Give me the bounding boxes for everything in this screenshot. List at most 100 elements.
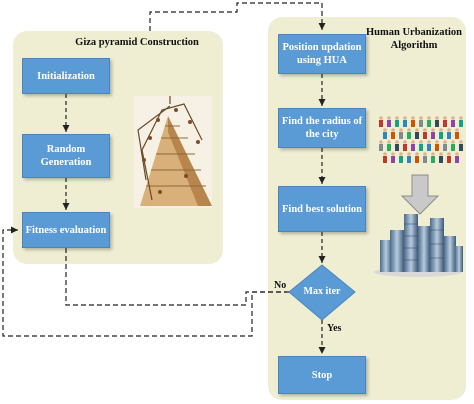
- arrow-fitness-to-maxiter: [65, 248, 287, 306]
- crowd-person-head: [455, 152, 459, 156]
- crowd-person-head: [411, 140, 415, 144]
- crowd-person-head: [387, 116, 391, 120]
- crowd-person-body: [455, 132, 459, 139]
- crowd-person-head: [379, 116, 383, 120]
- crowd-person-head: [383, 152, 387, 156]
- crowd-person-head: [427, 116, 431, 120]
- crowd-image: [379, 116, 463, 163]
- giza-panel-title: Giza pyramid Construction: [75, 37, 199, 48]
- arrow-giza-to-hua: [149, 2, 326, 31]
- crowd-person-head: [407, 128, 411, 132]
- crowd-person-head: [403, 140, 407, 144]
- crowd-person-body: [395, 120, 399, 127]
- crowd-person-body: [459, 120, 463, 127]
- crowd-person-body: [383, 132, 387, 139]
- crowd-person-body: [379, 120, 383, 127]
- crowd-person-body: [431, 132, 435, 139]
- crowd-person-head: [451, 140, 455, 144]
- crowd-person-head: [379, 140, 383, 144]
- crowd-person-head: [455, 128, 459, 132]
- crowd-person-body: [459, 144, 463, 151]
- crowd-person-body: [415, 156, 419, 163]
- crowd-person-head: [431, 152, 435, 156]
- edge-label-yes: Yes: [327, 323, 342, 334]
- crowd-person-body: [383, 156, 387, 163]
- crowd-person-head: [403, 116, 407, 120]
- crowd-person-head: [419, 140, 423, 144]
- crowd-person-head: [391, 152, 395, 156]
- crowd-person-head: [439, 152, 443, 156]
- pyramid-construction-image: [134, 96, 212, 208]
- crowd-person-head: [443, 116, 447, 120]
- crowd-person-body: [407, 156, 411, 163]
- crowd-person-head: [427, 140, 431, 144]
- crowd-person-body: [431, 156, 435, 163]
- hua-panel-title: Human Urbanization Algorithm: [366, 27, 462, 51]
- crowd-person-body: [439, 156, 443, 163]
- position-updation-box: Position updation using HUA: [278, 34, 366, 74]
- crowd-person-head: [395, 116, 399, 120]
- crowd-person-body: [387, 144, 391, 151]
- crowd-person-head: [431, 128, 435, 132]
- crowd-person-body: [451, 144, 455, 151]
- find-best-solution-box: Find best solution: [278, 186, 366, 232]
- max-iter-label: Max iter: [303, 286, 341, 297]
- crowd-person-body: [387, 120, 391, 127]
- crowd-person-body: [451, 120, 455, 127]
- crowd-person-body: [395, 144, 399, 151]
- crowd-person-head: [407, 152, 411, 156]
- crowd-person-body: [427, 144, 431, 151]
- crowd-person-body: [423, 156, 427, 163]
- crowd-person-head: [387, 140, 391, 144]
- city-buildings-image: [374, 214, 463, 277]
- crowd-person-head: [383, 128, 387, 132]
- crowd-person-body: [419, 144, 423, 151]
- crowd-person-body: [411, 144, 415, 151]
- crowd-person-body: [391, 132, 395, 139]
- find-radius-box: Find the radius of the city: [278, 108, 366, 148]
- crowd-person-body: [415, 132, 419, 139]
- crowd-person-body: [447, 156, 451, 163]
- edge-label-no: No: [274, 280, 287, 291]
- crowd-person-head: [399, 152, 403, 156]
- crowd-person-body: [447, 132, 451, 139]
- crowd-person-body: [391, 156, 395, 163]
- crowd-person-body: [399, 132, 403, 139]
- crowd-person-body: [399, 156, 403, 163]
- crowd-person-head: [459, 140, 463, 144]
- crowd-person-body: [443, 120, 447, 127]
- crowd-person-head: [391, 128, 395, 132]
- crowd-person-body: [379, 144, 383, 151]
- crowd-person-body: [455, 156, 459, 163]
- crowd-person-body: [419, 120, 423, 127]
- crowd-person-body: [439, 132, 443, 139]
- crowd-person-body: [427, 120, 431, 127]
- crowd-person-body: [403, 120, 407, 127]
- crowd-person-head: [443, 140, 447, 144]
- fitness-evaluation-box: Fitness evaluation: [22, 212, 110, 248]
- crowd-person-head: [415, 152, 419, 156]
- crowd-person-head: [411, 116, 415, 120]
- crowd-person-body: [407, 132, 411, 139]
- crowd-person-body: [443, 144, 447, 151]
- crowd-person-head: [423, 128, 427, 132]
- crowd-person-body: [403, 144, 407, 151]
- crowd-person-head: [447, 128, 451, 132]
- crowd-person-head: [435, 116, 439, 120]
- down-arrow-icon: [400, 174, 440, 215]
- crowd-person-body: [435, 120, 439, 127]
- crowd-person-head: [447, 152, 451, 156]
- crowd-person-body: [435, 144, 439, 151]
- crowd-person-head: [395, 140, 399, 144]
- crowd-person-head: [399, 128, 403, 132]
- crowd-person-head: [435, 140, 439, 144]
- crowd-person-head: [459, 116, 463, 120]
- crowd-person-head: [419, 116, 423, 120]
- crowd-person-head: [439, 128, 443, 132]
- arrow-no-loop: [2, 226, 289, 337]
- crowd-person-body: [411, 120, 415, 127]
- crowd-person-body: [423, 132, 427, 139]
- crowd-person-head: [415, 128, 419, 132]
- initialization-box: Initialization: [22, 58, 110, 94]
